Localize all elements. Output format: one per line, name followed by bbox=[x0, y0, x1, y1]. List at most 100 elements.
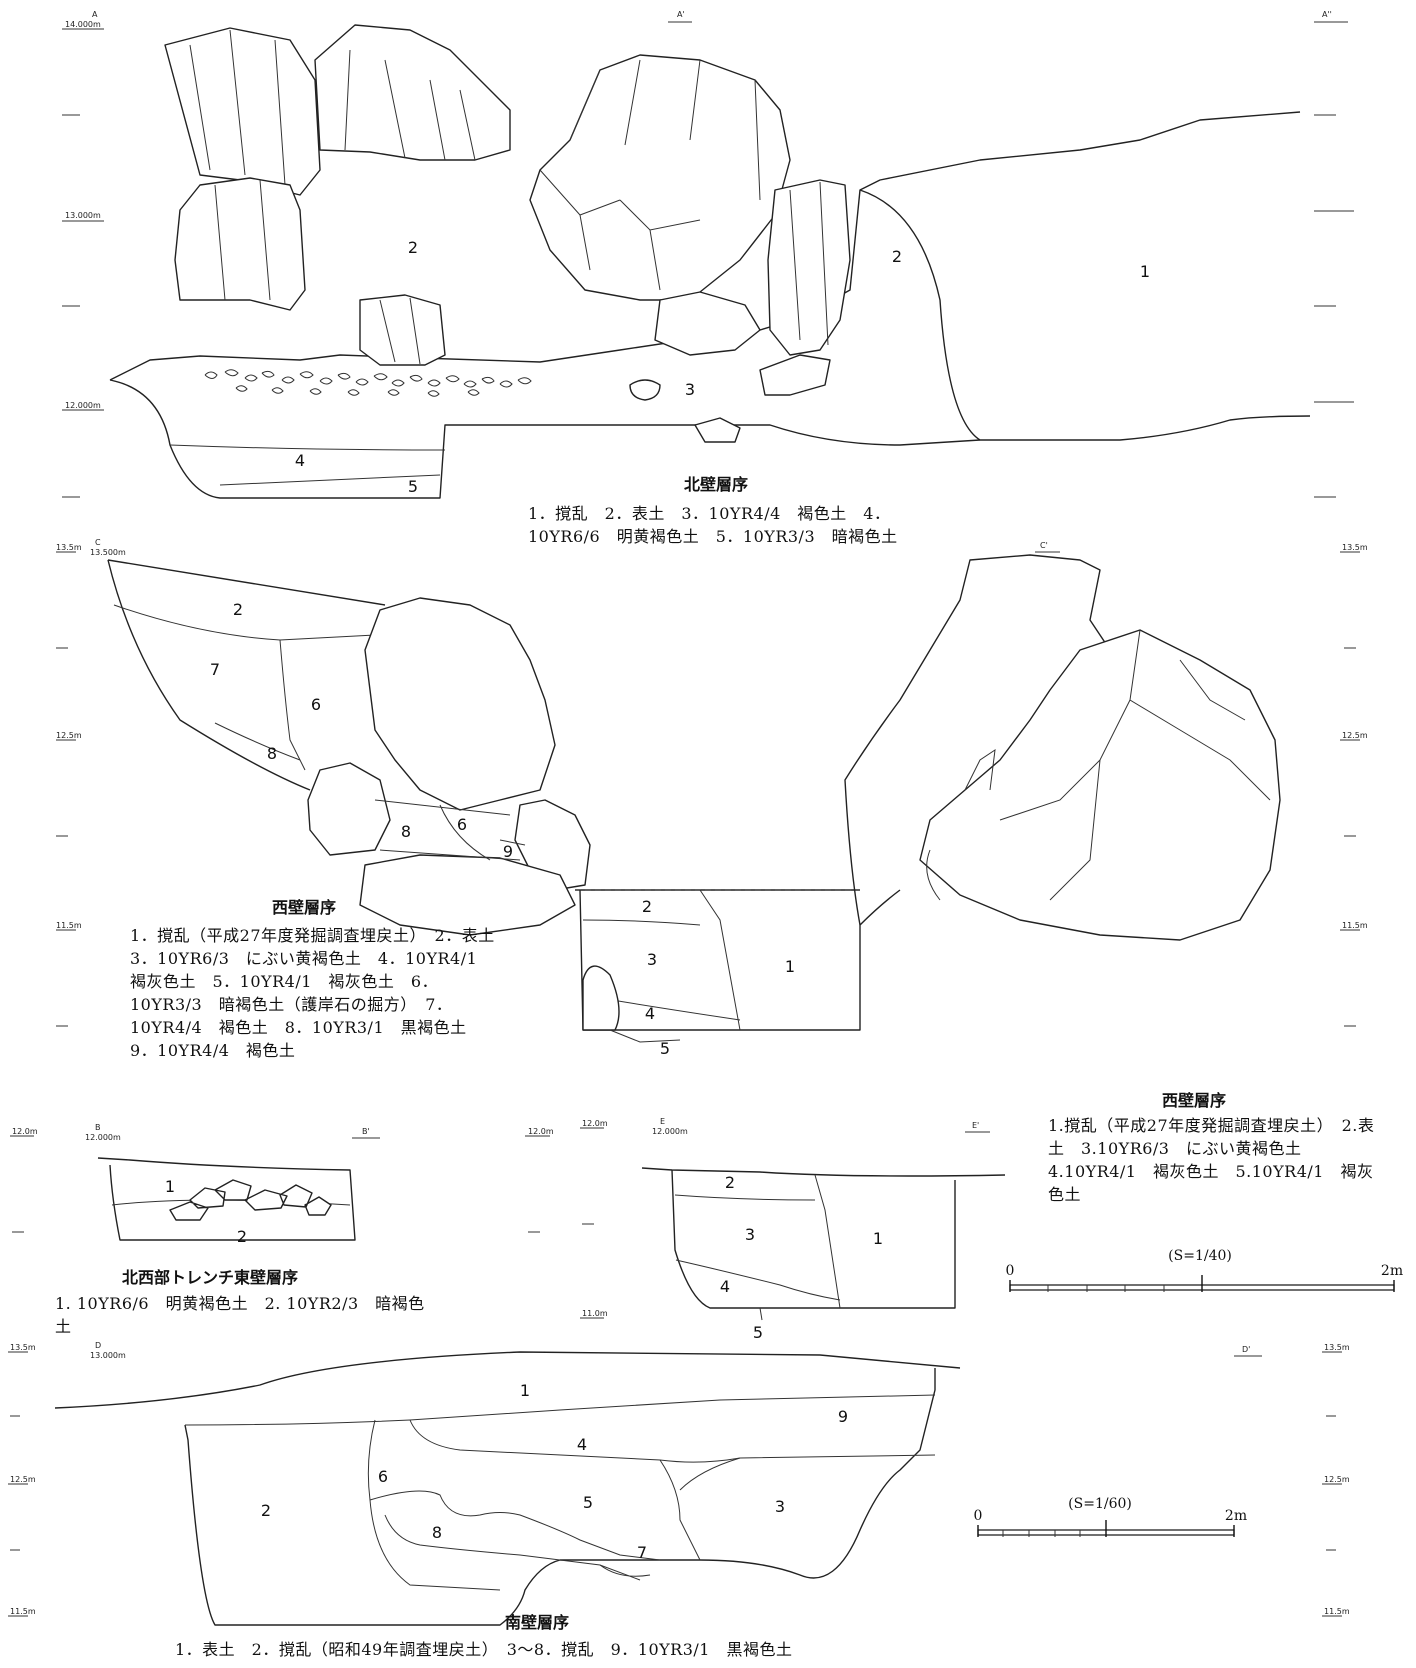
west-e-layer-4: 4 bbox=[720, 1277, 730, 1296]
south-layer-7: 7 bbox=[637, 1543, 647, 1562]
north-layer-2a: 2 bbox=[408, 238, 418, 257]
north-layer-1: 1 bbox=[1140, 262, 1150, 281]
west-e-layer-1: 1 bbox=[873, 1229, 883, 1248]
south-layer-1: 1 bbox=[520, 1381, 530, 1400]
west-c-title: 西壁層序 bbox=[272, 898, 336, 917]
scale-40-ratio: (S=1/40) bbox=[1168, 1248, 1232, 1264]
west-wall-e-section: 12.0m E 12.000m E' 11.0m 2 3 1 4 5 西壁層序 bbox=[580, 1091, 1226, 1342]
south-layer-8: 8 bbox=[432, 1523, 442, 1542]
west-c-elev-13-500: 13.500m bbox=[90, 548, 126, 557]
west-c-rock-6 bbox=[919, 629, 1281, 941]
north-layer-3: 3 bbox=[685, 380, 695, 399]
south-layer-2: 2 bbox=[261, 1501, 271, 1520]
west-e-label-e: E bbox=[660, 1117, 665, 1126]
west-c-layer-2a: 2 bbox=[233, 600, 243, 619]
south-layer-6: 6 bbox=[378, 1467, 388, 1486]
northwest-layer-2: 2 bbox=[237, 1227, 247, 1246]
west-c-elev-left-13-5: 13.5m bbox=[56, 543, 82, 552]
north-layer-2b: 2 bbox=[892, 247, 902, 266]
south-legend: 1．表土 2．撹乱（昭和49年調査埋戻土） 3～8．撹乱 9．10YR3/1 黒… bbox=[175, 1640, 793, 1659]
northwest-legend: 1. 10YR6/6 明黄褐色土 2. 10YR2/3 暗褐色土 bbox=[55, 1294, 425, 1336]
west-c-layer-8a: 8 bbox=[267, 744, 277, 763]
northwest-title: 北西部トレンチ東壁層序 bbox=[122, 1268, 298, 1287]
west-c-elev-left-11-5: 11.5m bbox=[56, 921, 82, 930]
north-elev-13: 13.000m bbox=[65, 211, 101, 220]
west-c-layer-6a: 6 bbox=[311, 695, 321, 714]
west-c-rock-5 bbox=[582, 965, 620, 1031]
west-c-layer-6b: 6 bbox=[457, 815, 467, 834]
scale-40-end: 2m bbox=[1381, 1263, 1403, 1279]
south-elev-right-11-5: 11.5m bbox=[1324, 1607, 1350, 1616]
northwest-elev-left: 12.0m bbox=[12, 1127, 38, 1136]
south-elev-right-12-5: 12.5m bbox=[1324, 1475, 1350, 1484]
west-c-layer-2b: 2 bbox=[642, 897, 652, 916]
scale-60-ratio: (S=1/60) bbox=[1068, 1496, 1132, 1512]
west-c-rock-1 bbox=[364, 597, 556, 811]
scale-60-end: 2m bbox=[1225, 1508, 1247, 1524]
south-layer-9: 9 bbox=[838, 1407, 848, 1426]
west-c-layer-8b: 8 bbox=[401, 822, 411, 841]
west-c-elev-right-12-5: 12.5m bbox=[1342, 731, 1368, 740]
west-e-layer-3: 3 bbox=[745, 1225, 755, 1244]
south-layer-4: 4 bbox=[577, 1435, 587, 1454]
north-elev-14: 14.000m bbox=[65, 20, 101, 29]
north-label-a: A bbox=[92, 10, 98, 19]
west-e-elev-11: 11.0m bbox=[582, 1309, 608, 1318]
south-title: 南壁層序 bbox=[505, 1613, 569, 1632]
west-e-layer-5: 5 bbox=[753, 1323, 763, 1342]
northwest-elev-right: 12.0m bbox=[528, 1127, 554, 1136]
northwest-layer-1: 1 bbox=[165, 1177, 175, 1196]
north-rock-4 bbox=[359, 294, 446, 366]
northwest-elev-12-000: 12.000m bbox=[85, 1133, 121, 1142]
north-label-a-double-prime: A'' bbox=[1322, 10, 1332, 19]
north-label-a-prime: A' bbox=[677, 10, 685, 19]
north-rock-1 bbox=[164, 27, 321, 196]
pebble-cluster bbox=[204, 369, 532, 397]
north-rock-2 bbox=[174, 177, 306, 311]
north-rock-5 bbox=[529, 54, 791, 301]
south-elev-left-11-5: 11.5m bbox=[10, 1607, 36, 1616]
west-c-rock-4 bbox=[359, 854, 576, 936]
west-e-title: 西壁層序 bbox=[1162, 1091, 1226, 1110]
west-c-legend: 1．撹乱（平成27年度発掘調査埋戻土） 2．表土 3．10YR6/3 にぶい黄褐… bbox=[130, 926, 512, 1060]
west-e-elev-12-000: 12.000m bbox=[652, 1127, 688, 1136]
north-rock-6 bbox=[654, 291, 761, 356]
south-label-d-prime: D' bbox=[1242, 1345, 1250, 1354]
scale-bar-1-60: (S=1/60) 0 2m bbox=[974, 1496, 1247, 1537]
west-c-label-c: C bbox=[95, 538, 101, 547]
west-e-elev-left: 12.0m bbox=[582, 1119, 608, 1128]
west-e-layer-2: 2 bbox=[725, 1173, 735, 1192]
west-e-label-e-prime: E' bbox=[972, 1121, 979, 1130]
north-layer-5: 5 bbox=[408, 477, 418, 496]
north-rock-8 bbox=[759, 354, 831, 396]
south-layer-5: 5 bbox=[583, 1493, 593, 1512]
west-c-elev-right-13-5: 13.5m bbox=[1342, 543, 1368, 552]
northwest-stones bbox=[169, 1179, 332, 1221]
northwest-trench-section: 12.0m B 12.000m B' 12.0m 1 2 北西部トレンチ東壁層序 bbox=[10, 1123, 554, 1287]
south-layer-3: 3 bbox=[775, 1497, 785, 1516]
west-c-layer-5: 5 bbox=[660, 1039, 670, 1058]
north-legend: 1．撹乱 2．表土 3．10YR4/4 褐色土 4．10YR6/6 明黄褐色土 … bbox=[528, 504, 898, 546]
south-wall-section: 13.5m D 13.000m 12.5m 11.5m D' 13.5m 12.… bbox=[8, 1341, 1350, 1632]
scale-bar-1-40: (S=1/40) 0 2m bbox=[1006, 1248, 1403, 1292]
north-wall-section: A 14.000m 13.000m 12.000m A' A'' bbox=[62, 10, 1354, 499]
north-rock-3 bbox=[314, 24, 511, 161]
south-elev-left-13-5: 13.5m bbox=[10, 1343, 36, 1352]
south-elev-right-13-5: 13.5m bbox=[1324, 1343, 1350, 1352]
south-elev-13-000: 13.000m bbox=[90, 1351, 126, 1360]
south-elev-left-12-5: 12.5m bbox=[10, 1475, 36, 1484]
west-c-label-c-prime: C' bbox=[1040, 541, 1048, 550]
west-c-layer-3: 3 bbox=[647, 950, 657, 969]
west-e-legend: 1.撹乱（平成27年度発掘調査埋戻土） 2.表土 3.10YR6/3 にぶい黄褐… bbox=[1048, 1116, 1375, 1204]
west-c-layer-9: 9 bbox=[503, 842, 513, 861]
north-rock-9 bbox=[629, 379, 661, 401]
scale-40-start: 0 bbox=[1006, 1263, 1015, 1279]
northwest-label-b: B bbox=[95, 1123, 101, 1132]
west-c-layer-1: 1 bbox=[785, 957, 795, 976]
north-rock-7 bbox=[767, 179, 851, 356]
scale-60-start: 0 bbox=[974, 1508, 983, 1524]
west-wall-c-section: 13.5m C 13.500m 12.5m 11.5m C' 13.5m 12.… bbox=[56, 538, 1368, 1058]
north-elev-12: 12.000m bbox=[65, 401, 101, 410]
northwest-label-b-prime: B' bbox=[362, 1127, 370, 1136]
